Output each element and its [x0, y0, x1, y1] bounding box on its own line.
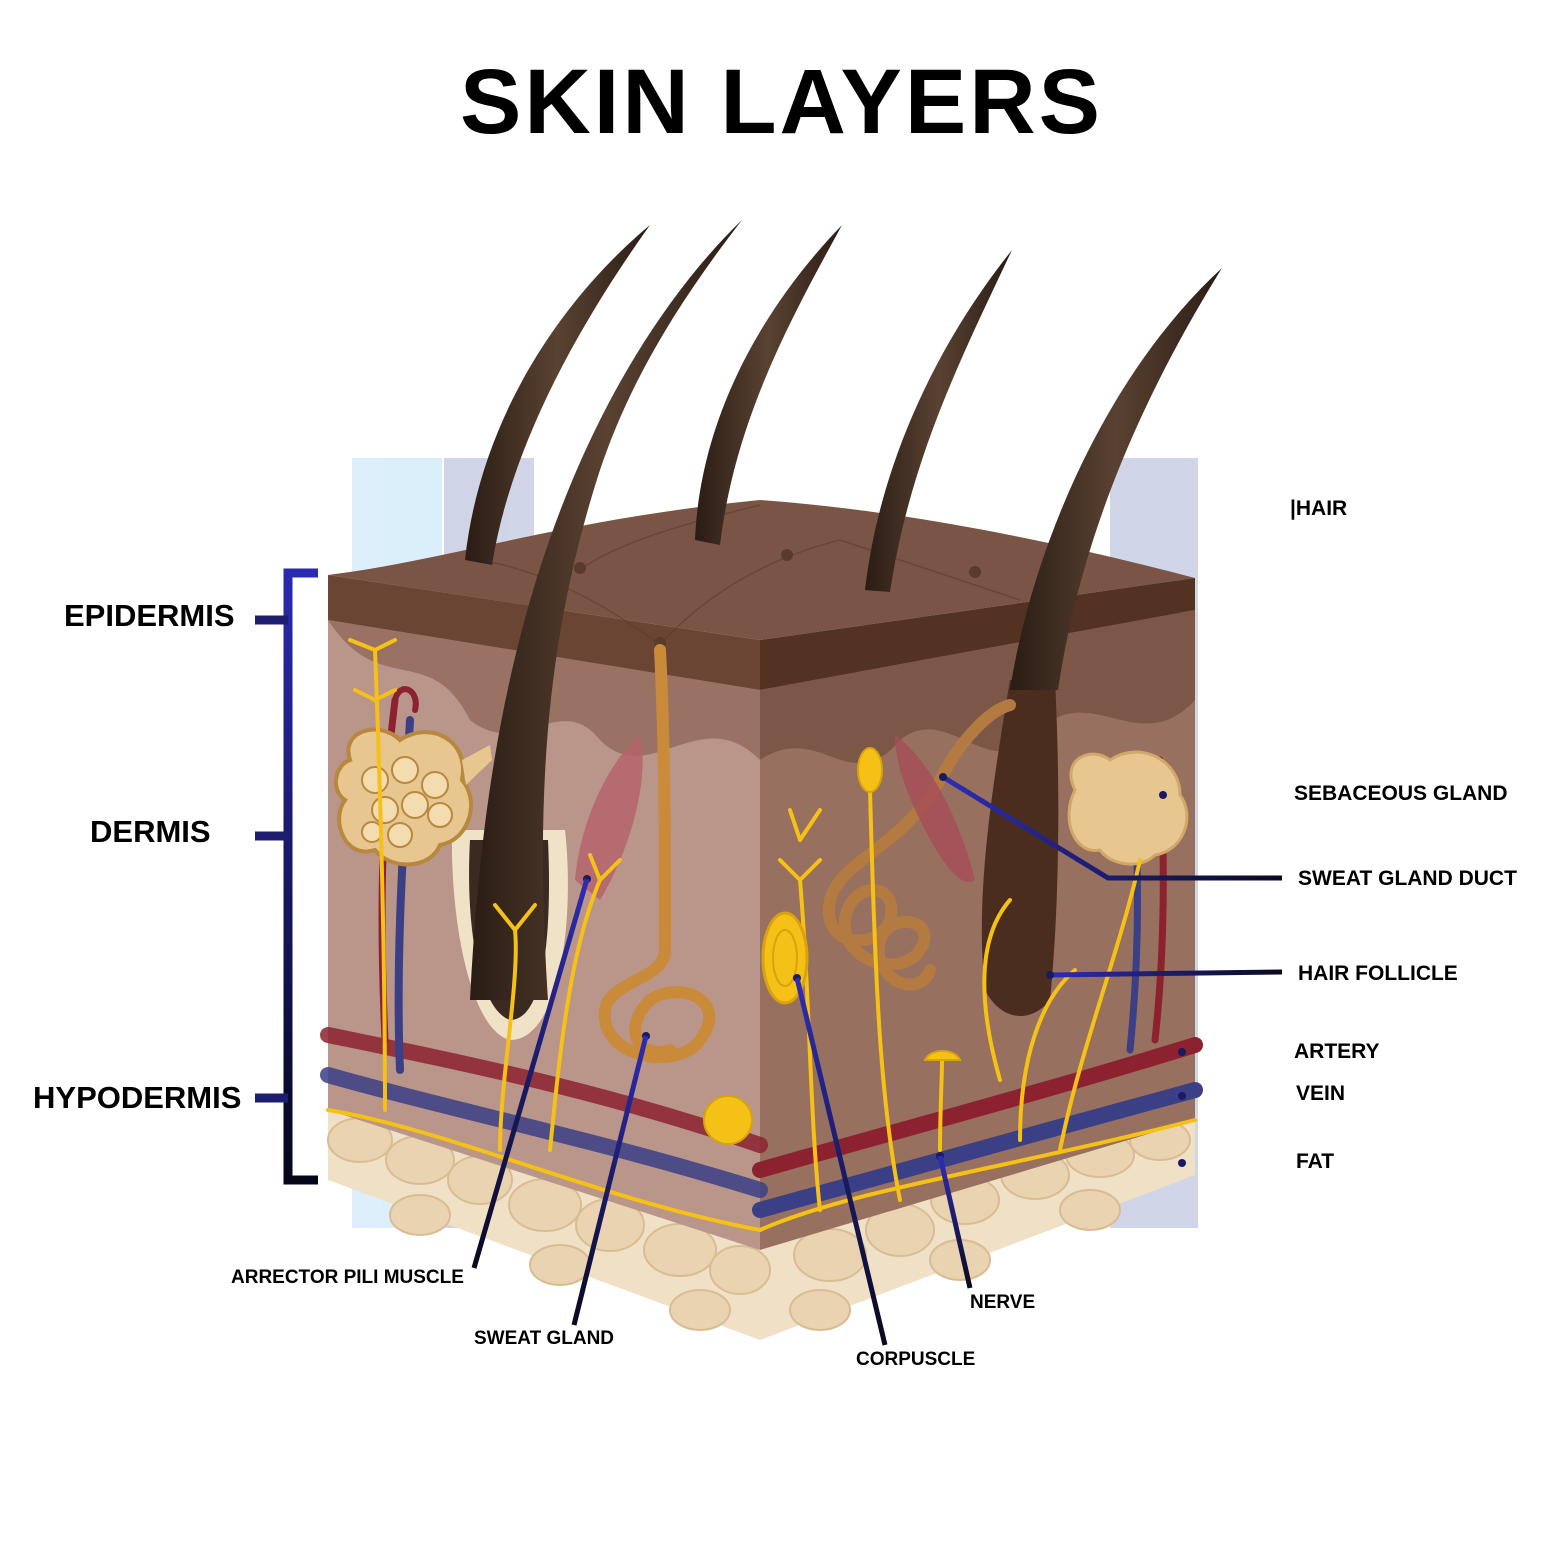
- artery-right: [752, 1037, 1203, 1178]
- leader-lines-bottom: [471, 878, 973, 1346]
- nerves: [326, 638, 1197, 1232]
- page-title: SKIN LAYERS: [459, 51, 1104, 153]
- fat-layer: [327, 1110, 1195, 1340]
- label-artery: ARTERY: [1294, 1040, 1380, 1063]
- label-hypodermis: HYPODERMIS: [33, 1080, 242, 1115]
- label-sweat-gland-duct: SWEAT GLAND DUCT: [1298, 867, 1517, 890]
- label-hair-follicle: HAIR FOLLICLE: [1298, 962, 1458, 985]
- label-sweat-gland: SWEAT GLAND: [474, 1328, 615, 1349]
- label-epidermis: EPIDERMIS: [64, 598, 235, 633]
- vein-left: [320, 1067, 768, 1198]
- label-sebaceous-gland: SEBACEOUS GLAND: [1294, 782, 1508, 805]
- leader-lines-right: [941, 509, 1283, 1166]
- label-arrector-pili-muscle: ARRECTOR PILI MUSCLE: [231, 1267, 464, 1288]
- label-nerve: NERVE: [970, 1292, 1036, 1313]
- label-hair: |HAIR: [1290, 497, 1348, 520]
- layer-bracket: [255, 568, 318, 1185]
- sweat-glands: [598, 644, 1016, 1063]
- sebaceous-glands: [334, 727, 1189, 867]
- hairs: [465, 220, 1222, 1000]
- label-corpuscle: CORPUSCLE: [856, 1349, 976, 1370]
- label-dermis: DERMIS: [90, 814, 211, 849]
- label-fat: FAT: [1296, 1150, 1335, 1173]
- label-vein: VEIN: [1296, 1082, 1346, 1105]
